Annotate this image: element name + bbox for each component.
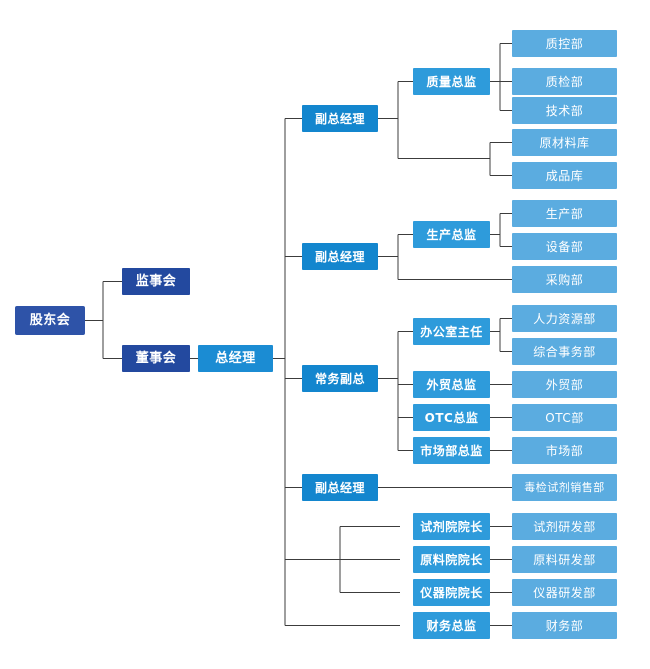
node-qa-department[interactable]: 质检部 xyxy=(512,68,617,95)
node-material-institute-dean[interactable]: 原料院院长 xyxy=(413,546,490,573)
node-toxicology-reagent-sales-department[interactable]: 毒检试剂销售部 xyxy=(512,474,617,501)
node-reagent-institute-dean[interactable]: 试剂院院长 xyxy=(413,513,490,540)
node-label: 监事会 xyxy=(135,274,177,289)
node-production-department[interactable]: 生产部 xyxy=(512,200,617,227)
node-instrument-institute-dean[interactable]: 仪器院院长 xyxy=(413,579,490,606)
node-equipment-department[interactable]: 设备部 xyxy=(512,233,617,260)
node-reagent-rd-department[interactable]: 试剂研发部 xyxy=(512,513,617,540)
node-board-of-directors[interactable]: 董事会 xyxy=(122,345,190,372)
node-label: 试剂院院长 xyxy=(420,519,483,534)
node-purchasing-department[interactable]: 采购部 xyxy=(512,266,617,293)
node-label: 仪器研发部 xyxy=(533,585,596,600)
node-otc-department[interactable]: OTC部 xyxy=(512,404,617,431)
node-label: 财务总监 xyxy=(426,618,477,633)
node-instrument-rd-department[interactable]: 仪器研发部 xyxy=(512,579,617,606)
node-label: OTC部 xyxy=(545,410,584,425)
node-raw-material-warehouse[interactable]: 原材料库 xyxy=(512,129,617,156)
node-finance-department[interactable]: 财务部 xyxy=(512,612,617,639)
node-label: 外贸总监 xyxy=(426,377,477,392)
node-label: 原料研发部 xyxy=(533,552,596,567)
node-quality-director[interactable]: 质量总监 xyxy=(413,68,490,95)
node-board-of-supervisors[interactable]: 监事会 xyxy=(122,268,190,295)
node-label: 常务副总 xyxy=(314,371,365,386)
node-marketing-director[interactable]: 市场部总监 xyxy=(413,437,490,464)
node-general-manager[interactable]: 总经理 xyxy=(198,345,273,372)
node-vice-general-manager-toxicology[interactable]: 副总经理 xyxy=(302,474,378,501)
node-label: 副总经理 xyxy=(314,249,365,264)
node-label: 生产总监 xyxy=(426,227,477,242)
node-label: 生产部 xyxy=(545,206,584,221)
node-label: 办公室主任 xyxy=(420,324,483,339)
node-label: 毒检试剂销售部 xyxy=(524,481,605,494)
node-executive-vice-president[interactable]: 常务副总 xyxy=(302,365,378,392)
node-general-affairs-department[interactable]: 综合事务部 xyxy=(512,338,617,365)
node-technology-department[interactable]: 技术部 xyxy=(512,97,617,124)
node-label: 人力资源部 xyxy=(533,311,596,326)
node-label: 试剂研发部 xyxy=(533,519,596,534)
node-label: 市场部总监 xyxy=(420,443,483,458)
node-label: 董事会 xyxy=(135,351,177,366)
node-finance-director[interactable]: 财务总监 xyxy=(413,612,490,639)
node-material-rd-department[interactable]: 原料研发部 xyxy=(512,546,617,573)
node-label: 成品库 xyxy=(545,168,584,183)
node-production-director[interactable]: 生产总监 xyxy=(413,221,490,248)
node-label: OTC总监 xyxy=(424,410,479,425)
node-label: 质控部 xyxy=(545,36,584,51)
node-label: 财务部 xyxy=(545,618,584,633)
node-label: 原材料库 xyxy=(539,135,590,150)
node-label: 市场部 xyxy=(545,443,584,458)
node-label: 设备部 xyxy=(545,239,584,254)
node-label: 综合事务部 xyxy=(533,344,596,359)
node-vice-general-manager-production[interactable]: 副总经理 xyxy=(302,243,378,270)
node-office-director[interactable]: 办公室主任 xyxy=(413,318,490,345)
node-label: 质量总监 xyxy=(426,74,477,89)
node-shareholders-meeting[interactable]: 股东会 xyxy=(16,307,84,334)
node-vice-general-manager-quality[interactable]: 副总经理 xyxy=(302,105,378,132)
node-label: 副总经理 xyxy=(314,480,365,495)
node-qc-department[interactable]: 质控部 xyxy=(512,30,617,57)
node-label: 质检部 xyxy=(545,74,584,89)
node-foreign-trade-director[interactable]: 外贸总监 xyxy=(413,371,490,398)
node-label: 总经理 xyxy=(215,351,256,366)
node-foreign-trade-department[interactable]: 外贸部 xyxy=(512,371,617,398)
node-finished-goods-warehouse[interactable]: 成品库 xyxy=(512,162,617,189)
node-label: 外贸部 xyxy=(545,377,584,392)
node-label: 副总经理 xyxy=(314,111,365,126)
node-label: 仪器院院长 xyxy=(420,585,483,600)
node-hr-department[interactable]: 人力资源部 xyxy=(512,305,617,332)
node-marketing-department[interactable]: 市场部 xyxy=(512,437,617,464)
node-label: 股东会 xyxy=(29,313,71,328)
node-label: 采购部 xyxy=(545,272,584,287)
node-otc-director[interactable]: OTC总监 xyxy=(413,404,490,431)
node-label: 技术部 xyxy=(545,103,584,118)
node-label: 原料院院长 xyxy=(420,552,483,567)
